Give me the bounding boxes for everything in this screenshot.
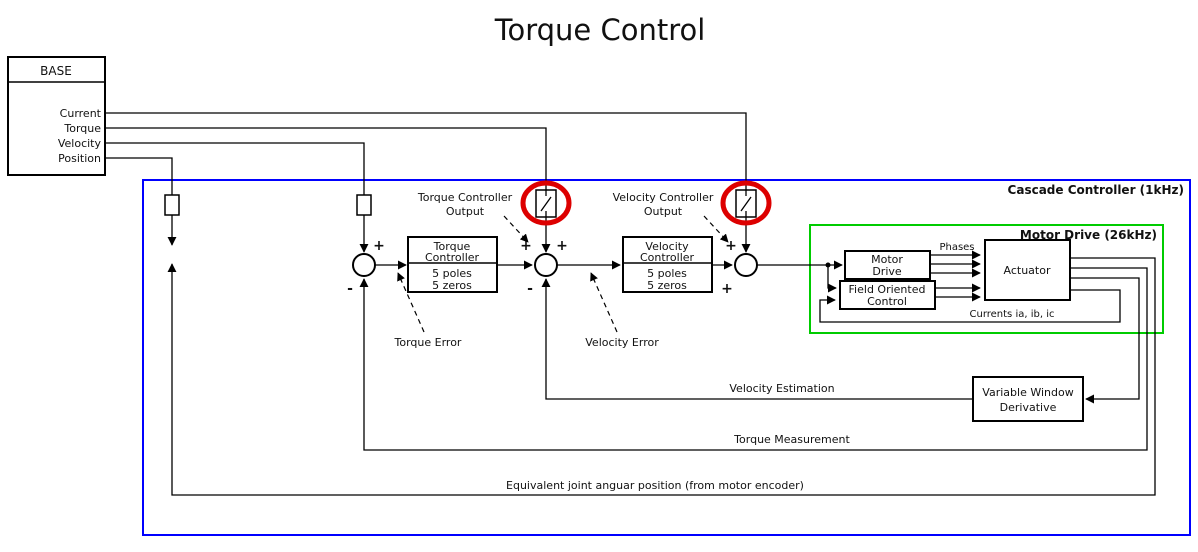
page-title: Torque Control xyxy=(494,13,706,47)
position-reference-line xyxy=(105,157,173,195)
vwd-name-2: Derivative xyxy=(1000,401,1057,414)
motor-drive-name-2: Drive xyxy=(872,265,902,278)
red-highlight-circle-2 xyxy=(720,180,772,226)
sum-junction-3 xyxy=(734,253,758,277)
torque-controller-detail-1: 5 poles xyxy=(432,267,472,280)
base-frame xyxy=(7,56,106,176)
torque-measurement-line xyxy=(359,267,1148,451)
switch-glyph-1 xyxy=(540,190,552,217)
base-signal-lines xyxy=(105,112,751,253)
position-transition-block xyxy=(164,194,180,216)
base-block: BASE Current Torque Velocity Position xyxy=(7,56,106,176)
base-output-position: Position xyxy=(58,152,101,165)
currents-feedback-line xyxy=(819,289,1121,323)
velocity-reference-line xyxy=(105,142,365,195)
velocity-controller-output-label-2: Output xyxy=(644,205,683,218)
velocity-controller-name-1: Velocity xyxy=(645,240,689,253)
sum2-plus-top-sign: + xyxy=(556,238,568,254)
foc-frame xyxy=(839,280,936,310)
velocity-controller-output-callout-arrow xyxy=(703,215,729,243)
velocity-estimation-label: Velocity Estimation xyxy=(729,382,834,395)
cascade-controller-label: Cascade Controller (1kHz) xyxy=(1008,183,1184,197)
actuator-block: Actuator xyxy=(984,239,1071,301)
sum2-plus-left-sign: + xyxy=(520,238,532,254)
actuator-label: Actuator xyxy=(1004,264,1051,277)
motor-drive-block-frame xyxy=(844,250,931,280)
position-feedback-line xyxy=(167,257,1156,496)
torque-output-switch xyxy=(520,180,572,226)
sum1-minus-sign: - xyxy=(347,281,353,297)
foc-name-2: Control xyxy=(867,295,907,308)
velocity-controller-detail-1: 5 poles xyxy=(647,267,687,280)
phases-label: Phases xyxy=(939,242,974,253)
field-oriented-control-block: Field Oriented Control xyxy=(839,280,936,310)
velocity-estimation-line xyxy=(541,278,973,400)
torque-controller-block: Torque Controller 5 poles 5 zeros xyxy=(407,236,498,293)
torque-controller-name-1: Torque xyxy=(433,240,471,253)
equivalent-position-label: Equivalent joint anguar position (from m… xyxy=(506,479,804,492)
velocity-controller-block: Velocity Controller 5 poles 5 zeros xyxy=(622,236,713,293)
forward-chain-lines xyxy=(375,250,981,302)
torque-controller-name-2: Controller xyxy=(425,251,480,264)
motor-drive-frame xyxy=(809,224,1164,334)
motor-drive-name-1: Motor xyxy=(871,253,903,266)
derivative-input-line xyxy=(1070,277,1140,404)
torque-controller-detail-2: 5 zeros xyxy=(432,279,472,292)
variable-window-derivative-block: Variable Window Derivative xyxy=(972,376,1084,422)
sum3-plus-left-sign: + xyxy=(721,281,733,297)
vwd-name-1: Variable Window xyxy=(982,386,1073,399)
torque-controller-frame xyxy=(407,236,498,293)
base-title: BASE xyxy=(40,64,72,78)
sum-junction-2 xyxy=(534,253,558,277)
red-highlight-circle-1 xyxy=(520,180,572,226)
velocity-controller-name-2: Controller xyxy=(640,251,695,264)
base-output-velocity: Velocity xyxy=(58,137,102,150)
torque-error-label: Torque Error xyxy=(394,336,462,349)
sum1-plus-sign: + xyxy=(373,238,385,254)
sum2-minus-sign: - xyxy=(527,281,533,297)
annotations: Torque Controller Output Velocity Contro… xyxy=(394,191,1055,492)
motor-drive-container: Motor Drive (26kHz) xyxy=(809,224,1164,334)
feedback-lines xyxy=(167,257,1156,496)
torque-controller-output-label-1: Torque Controller xyxy=(417,191,513,204)
torque-reference-line xyxy=(105,127,547,190)
torque-measurement-label: Torque Measurement xyxy=(733,433,850,446)
velocity-controller-detail-2: 5 zeros xyxy=(647,279,687,292)
velocity-output-switch xyxy=(720,180,772,226)
velocity-transition-block xyxy=(356,194,372,216)
summing-junctions: + - + + - + + xyxy=(347,238,758,297)
motor-drive-block: Motor Drive xyxy=(844,250,931,280)
torque-controller-output-callout-arrow xyxy=(503,215,529,243)
switch-glyph-2 xyxy=(740,190,752,217)
branch-to-foc-line xyxy=(827,265,837,293)
vwd-frame xyxy=(972,376,1084,422)
currents-label: Currents ia, ib, ic xyxy=(970,309,1055,320)
current-reference-line xyxy=(105,112,747,190)
base-output-torque: Torque xyxy=(63,122,101,135)
torque-controller-output-label-2: Output xyxy=(446,205,485,218)
velocity-error-callout-arrow xyxy=(590,272,618,333)
velocity-controller-output-label-1: Velocity Controller xyxy=(613,191,714,204)
actuator-frame xyxy=(984,239,1071,301)
velocity-controller-frame xyxy=(622,236,713,293)
torque-error-callout-arrow xyxy=(397,272,425,333)
cascade-controller-container: Cascade Controller (1kHz) xyxy=(142,179,1191,536)
cascade-controller-frame xyxy=(142,179,1191,536)
motor-drive-label: Motor Drive (26kHz) xyxy=(1020,228,1157,242)
branch-junction-dot xyxy=(825,262,831,268)
sum-junction-1 xyxy=(352,253,376,277)
velocity-error-label: Velocity Error xyxy=(585,336,659,349)
foc-name-1: Field Oriented xyxy=(849,283,926,296)
sum3-plus-top-sign: + xyxy=(725,238,737,254)
base-output-current: Current xyxy=(60,107,102,120)
